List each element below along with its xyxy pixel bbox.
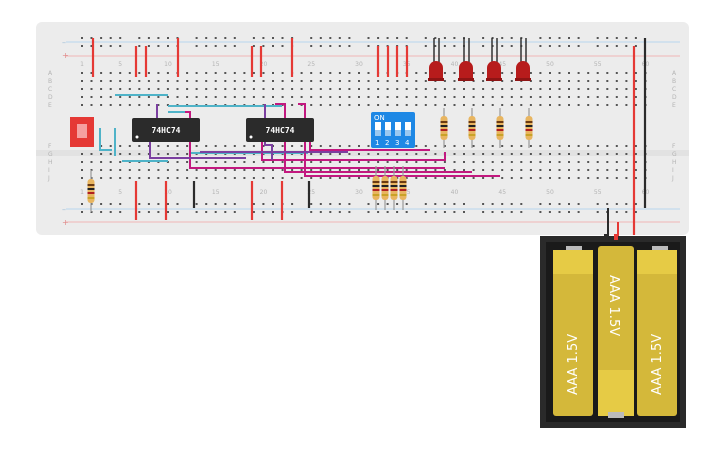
battery-cell-1: AAA 1.5V bbox=[553, 246, 593, 416]
slide-switch[interactable] bbox=[70, 117, 94, 147]
col-label-bottom: 55 bbox=[594, 189, 602, 196]
dip-pos-4: 4 bbox=[405, 139, 410, 147]
row-label-right: C bbox=[672, 86, 676, 93]
col-label-top: 45 bbox=[498, 61, 506, 68]
rail-plus-top: + bbox=[62, 51, 69, 60]
row-label-right: D bbox=[672, 94, 677, 101]
chip-1: 74HC74 bbox=[132, 118, 200, 142]
chip-2-label: 74HC74 bbox=[266, 126, 295, 135]
battery-cell-3: AAA 1.5V bbox=[637, 246, 677, 416]
col-label-bottom: 35 bbox=[403, 189, 411, 196]
resistor bbox=[440, 108, 448, 148]
col-label-top: 25 bbox=[307, 61, 315, 68]
row-label-left: D bbox=[48, 94, 53, 101]
resistor bbox=[496, 108, 504, 148]
chip-2: 74HC74 bbox=[246, 118, 314, 142]
dip-pos-1: 1 bbox=[375, 139, 379, 147]
rail-minus-bottom: – bbox=[62, 205, 66, 214]
col-label-bottom: 20 bbox=[260, 189, 268, 196]
row-label-right: G bbox=[672, 151, 677, 158]
resistor bbox=[399, 166, 407, 210]
resistors bbox=[87, 108, 533, 212]
chip-1-label: 74HC74 bbox=[152, 126, 181, 135]
col-label-bottom: 30 bbox=[355, 189, 363, 196]
row-label-right: E bbox=[672, 102, 676, 109]
row-label-left: I bbox=[48, 167, 50, 174]
col-label-bottom: 10 bbox=[164, 189, 172, 196]
col-label-bottom: 45 bbox=[498, 189, 506, 196]
col-label-bottom: 25 bbox=[307, 189, 315, 196]
col-label-top: 10 bbox=[164, 61, 172, 68]
col-label-bottom: 50 bbox=[546, 189, 554, 196]
col-label-top: 15 bbox=[212, 61, 220, 68]
resistor bbox=[525, 108, 533, 148]
red-power-wires bbox=[91, 38, 636, 235]
col-label-top: 5 bbox=[118, 61, 122, 68]
row-label-left: C bbox=[48, 86, 52, 93]
col-label-bottom: 40 bbox=[451, 189, 459, 196]
dip-on-label: ON bbox=[374, 114, 385, 122]
row-label-right: I bbox=[672, 167, 674, 174]
row-label-right: B bbox=[672, 78, 676, 85]
col-label-bottom: 15 bbox=[212, 189, 220, 196]
resistor bbox=[468, 108, 476, 148]
col-label-top: 50 bbox=[546, 61, 554, 68]
rail-minus-top: – bbox=[62, 38, 66, 47]
row-label-left: B bbox=[48, 78, 52, 85]
col-label-bottom: 5 bbox=[118, 189, 122, 196]
col-label-top: 40 bbox=[451, 61, 459, 68]
row-label-right: F bbox=[672, 143, 676, 150]
led bbox=[428, 38, 444, 81]
row-label-left: F bbox=[48, 143, 52, 150]
battery-cell-1-label: AAA 1.5V bbox=[566, 334, 581, 395]
led bbox=[515, 38, 531, 81]
col-label-top: 30 bbox=[355, 61, 363, 68]
battery-pack: AAA 1.5V AAA 1.5V AAA 1.5V bbox=[540, 234, 686, 428]
resistor bbox=[372, 166, 380, 210]
dip-pos-3: 3 bbox=[395, 139, 399, 147]
battery-cell-2-label: AAA 1.5V bbox=[606, 275, 621, 336]
resistor bbox=[390, 166, 398, 210]
row-label-right: A bbox=[672, 70, 677, 77]
resistor bbox=[381, 166, 389, 210]
rail-plus-bottom: + bbox=[62, 218, 69, 227]
col-label-bottom: 1 bbox=[80, 189, 84, 196]
led bbox=[458, 38, 474, 81]
row-label-left: A bbox=[48, 70, 53, 77]
row-label-left: J bbox=[47, 175, 50, 182]
row-label-left: E bbox=[48, 102, 52, 109]
row-label-left: H bbox=[48, 159, 53, 166]
battery-wires bbox=[607, 208, 619, 236]
led bbox=[486, 38, 502, 81]
col-label-top: 20 bbox=[260, 61, 268, 68]
dip-pos-2: 2 bbox=[385, 139, 389, 147]
battery-cell-2: AAA 1.5V bbox=[598, 246, 634, 418]
dip-switch[interactable]: ON 1 2 3 4 bbox=[371, 112, 415, 148]
black-ground-wires bbox=[192, 38, 647, 208]
center-channel bbox=[36, 150, 689, 156]
col-label-top: 55 bbox=[594, 61, 602, 68]
leds bbox=[428, 38, 531, 81]
row-label-right: H bbox=[672, 159, 677, 166]
resistor bbox=[87, 170, 95, 212]
row-label-right: J bbox=[671, 175, 674, 182]
battery-cell-3-label: AAA 1.5V bbox=[650, 334, 665, 395]
col-label-top: 1 bbox=[80, 61, 84, 68]
row-label-left: G bbox=[48, 151, 53, 158]
